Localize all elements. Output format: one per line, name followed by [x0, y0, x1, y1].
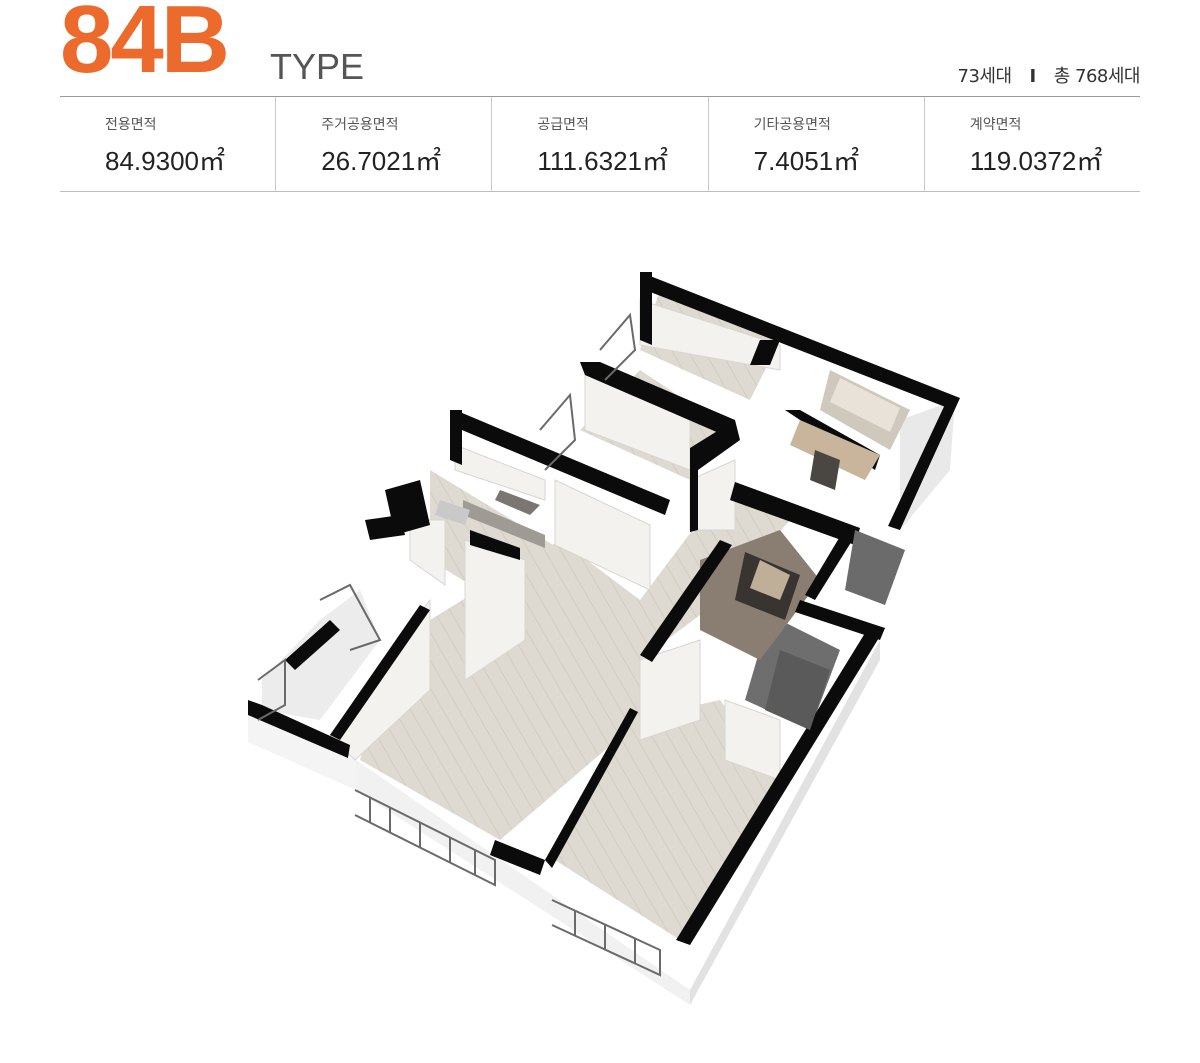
units-total: 총 768세대 — [1053, 66, 1141, 87]
wall-cuts — [248, 272, 960, 945]
area-value: 26.7021㎡ — [321, 146, 442, 176]
area-cell-residential-common: 주거공용면적 26.7021㎡ — [275, 97, 491, 191]
area-value: 7.4051㎡ — [753, 146, 860, 176]
area-label: 공급면적 — [537, 117, 589, 133]
area-label: 주거공용면적 — [321, 117, 399, 133]
area-label: 전용면적 — [105, 117, 157, 133]
area-label: 계약면적 — [969, 117, 1022, 133]
balcony-railings — [257, 312, 661, 977]
floor-plan-image — [248, 272, 960, 1005]
area-table: 전용면적 84.9300㎡ 주거공용면적 26.7021㎡ 공급면적 111.6… — [60, 96, 1140, 192]
unit-counts: 73세대 I 총 768세대 — [958, 62, 1141, 88]
area-label: 기타공용면적 — [753, 117, 831, 133]
area-cell-exclusive: 전용면적 84.9300㎡ — [60, 97, 275, 191]
area-cell-contract: 계약면적 119.0372㎡ — [923, 97, 1140, 191]
type-code: 84B — [60, 0, 230, 93]
area-value: 111.6321㎡ — [537, 146, 668, 176]
built-ins — [435, 378, 905, 730]
area-value: 119.0372㎡ — [969, 146, 1103, 176]
interior-walls — [329, 299, 781, 781]
area-cell-supply: 공급면적 111.6321㎡ — [491, 97, 707, 191]
units-count: 73세대 — [957, 66, 1013, 87]
area-value: 84.9300㎡ — [105, 146, 225, 176]
area-cell-other-common: 기타공용면적 7.4051㎡ — [707, 97, 924, 191]
type-word: TYPE — [270, 46, 365, 87]
type-header: 84B TYPE 73세대 I 총 768세대 — [60, 0, 1141, 96]
units-separator: I — [1029, 66, 1037, 87]
